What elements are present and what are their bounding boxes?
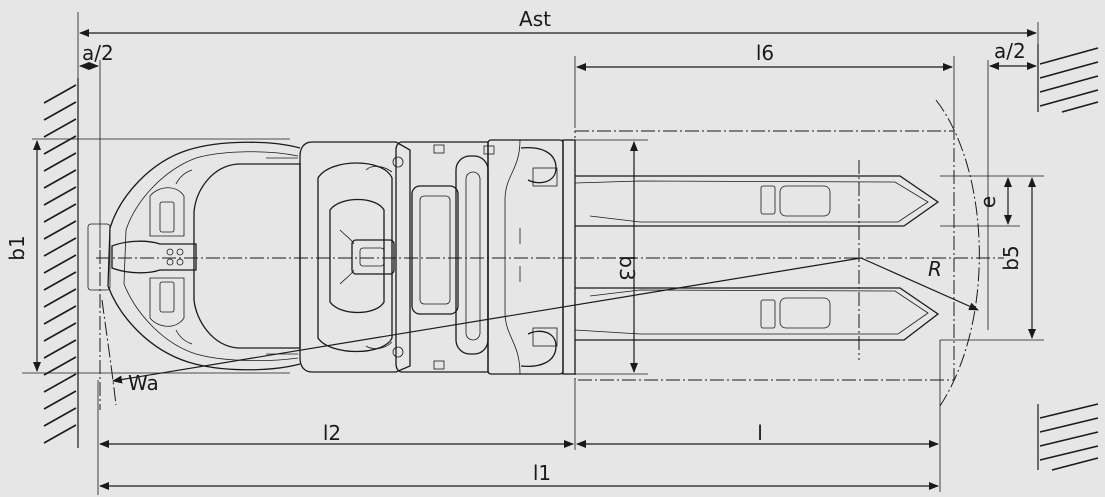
battery-compartment: [395, 141, 495, 373]
outer-turning-arc: [935, 99, 980, 407]
label-e: e: [976, 196, 1000, 208]
dimension-e: e: [940, 175, 1044, 227]
label-l2: l2: [323, 421, 341, 445]
dimension-l2-l: l2 l: [97, 340, 941, 495]
label-r: R: [928, 257, 942, 281]
label-l6: l6: [756, 41, 774, 65]
label-l: l: [757, 421, 763, 445]
fork-upper: [574, 175, 940, 227]
dimension-b3: b3: [575, 139, 648, 375]
right-wall-hatch-bottom: [1037, 403, 1099, 471]
right-wall-hatch-top: [1037, 44, 1099, 113]
label-b1: b1: [5, 235, 29, 260]
rear-turning-arc: [101, 299, 117, 406]
drive-unit: [87, 141, 301, 371]
label-b5: b5: [999, 245, 1023, 270]
dimension-ast: Ast: [77, 7, 1039, 78]
dimension-a-half-left: a/2: [79, 41, 114, 248]
label-ast: Ast: [519, 7, 551, 31]
dimension-a-half-right: a/2: [987, 39, 1037, 330]
fork-lower: [574, 287, 940, 341]
left-wall-hatch: [43, 78, 79, 448]
label-a-half-left: a/2: [82, 41, 114, 65]
label-a-half-right: a/2: [994, 39, 1026, 63]
dimension-b5: b5: [940, 177, 1044, 341]
fork-carriage: [487, 139, 576, 375]
dimension-b1: b1: [5, 138, 290, 374]
radius-lines: R Wa: [112, 257, 979, 395]
dimension-l1: l1: [99, 461, 939, 490]
label-b3: b3: [615, 255, 639, 280]
label-wa: Wa: [128, 371, 159, 395]
dimension-l6: l6: [574, 41, 955, 128]
operator-platform: [299, 141, 411, 373]
label-l1: l1: [533, 461, 551, 485]
